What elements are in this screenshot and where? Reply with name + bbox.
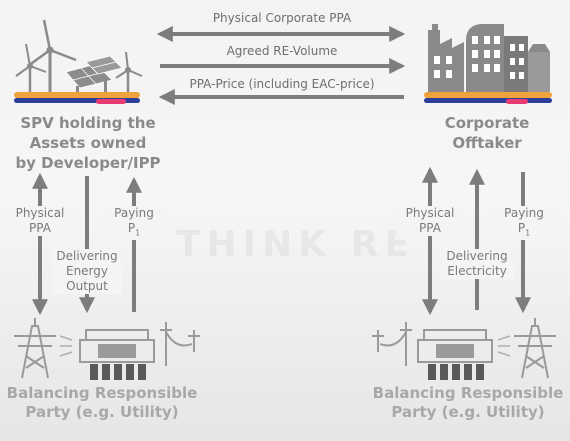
left-delivering-label: Delivering Energy Output [52,249,122,294]
left-substation-icon [79,329,155,380]
right-delivering-label: Delivering Electricity [440,249,514,279]
label-line: P1 [494,221,554,240]
right-substation-icon [417,329,493,380]
price-label: PPA-Price (including EAC-price) [189,77,375,91]
right-power-pole-icon [372,322,412,366]
left-spark-lines-icon [59,335,73,357]
label-line: Delivering [56,249,118,263]
left-brp-label: Balancing Responsible Party (e.g. Utilit… [0,384,204,422]
label-line: PPA [29,221,51,235]
brp-line: Party (e.g. Utility) [391,403,545,421]
right-physical-ppa-label: Physical PPA [396,206,464,236]
left-title-line: Assets owned [29,134,147,152]
right-spark-lines-icon [497,335,511,357]
label-line: P1 [104,221,164,240]
label-line: Output [66,279,108,293]
left-title-line: by Developer/IPP [15,154,161,172]
label-line: Energy [65,264,108,278]
brp-line: Balancing Responsible [372,384,564,402]
brp-line: Party (e.g. Utility) [25,403,179,421]
corporate-building-icon [424,24,552,104]
ppa-label: Physical Corporate PPA [212,11,352,25]
price-symbol: P [517,221,526,235]
left-power-pole-icon [160,322,200,366]
label-line: Physical [405,206,455,220]
left-title: SPV holding the Assets owned by Develope… [0,113,176,173]
left-physical-ppa-label: Physical PPA [6,206,74,236]
label-line: Delivering [446,249,508,263]
right-title: Corporate Offtaker [404,113,570,153]
label-line: Paying [114,206,154,220]
label-line: Physical [15,206,65,220]
label-line: Electricity [447,264,507,278]
right-paying-label: Paying P1 [494,206,554,241]
solar-park-icon [14,19,143,104]
price-subscript: 1 [525,228,531,238]
label-line: Paying [504,206,544,220]
price-symbol: P [127,221,136,235]
left-title-line: SPV holding the [20,114,156,132]
brp-line: Balancing Responsible [6,384,198,402]
left-transmission-tower-icon [14,318,56,379]
label-line: PPA [419,221,441,235]
right-brp-label: Balancing Responsible Party (e.g. Utilit… [366,384,570,422]
right-title-line: Offtaker [452,134,522,152]
watermark-logo: THINK RE [176,224,415,265]
right-title-line: Corporate [444,114,530,132]
volume-label: Agreed RE-Volume [226,44,338,58]
price-subscript: 1 [135,228,141,238]
right-transmission-tower-icon [514,318,556,379]
left-paying-label: Paying P1 [104,206,164,241]
